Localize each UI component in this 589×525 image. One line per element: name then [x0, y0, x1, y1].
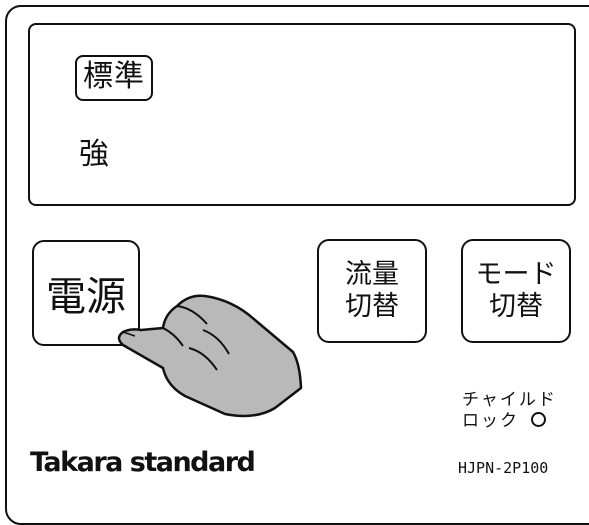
- mode-button-label-2: 切替: [489, 291, 543, 322]
- child-lock-led-icon: [531, 412, 546, 427]
- model-number: HJPN-2P100: [458, 459, 549, 477]
- power-button-label: 電源: [46, 274, 126, 320]
- child-lock-label-1: チャイルド: [462, 390, 557, 410]
- child-lock-label-2: ロック: [462, 411, 519, 431]
- flow-button-label-2: 切替: [345, 291, 399, 322]
- display-screen: [28, 23, 576, 206]
- flow-switch-button[interactable]: 流量 切替: [317, 239, 427, 343]
- child-lock-indicator: チャイルド ロック: [462, 390, 557, 432]
- selected-mode-label: 標準: [75, 55, 153, 101]
- mode-switch-button[interactable]: モード 切替: [461, 239, 571, 343]
- power-button[interactable]: 電源: [32, 240, 140, 346]
- pointing-hand-icon: [117, 294, 303, 418]
- brand-logo: Takara standard: [30, 447, 256, 478]
- mode-level-label: 強: [79, 137, 109, 172]
- mode-button-label-1: モード: [475, 259, 557, 290]
- flow-button-label-1: 流量: [345, 259, 399, 290]
